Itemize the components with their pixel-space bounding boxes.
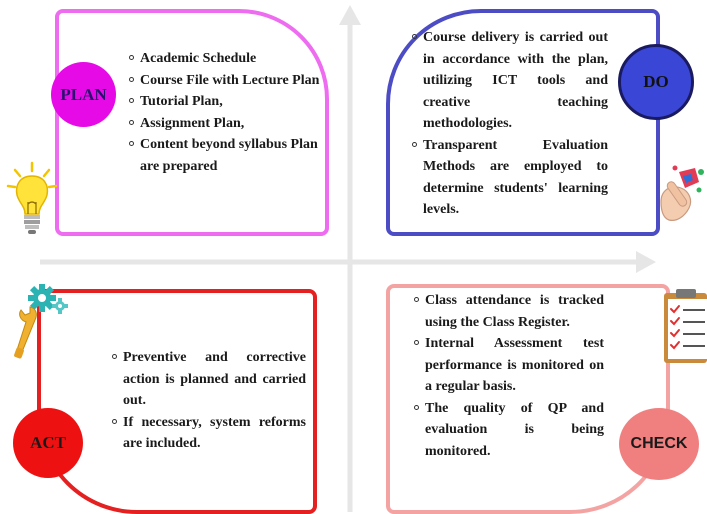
- act-list: Preventive and corrective action is plan…: [112, 347, 306, 455]
- act-item: Preventive and corrective action is plan…: [112, 347, 306, 412]
- gear-wrench-icon: [14, 284, 68, 359]
- plan-item: Content beyond syllabus Plan are prepare…: [129, 134, 329, 177]
- plan-item: Assignment Plan,: [129, 113, 329, 135]
- lightbulb-icon: [6, 161, 58, 234]
- vertical-axis-arrow: [339, 5, 361, 25]
- do-item: Course delivery is carried out in accord…: [412, 27, 608, 135]
- plan-badge: PLAN: [51, 62, 116, 127]
- plan-item: Tutorial Plan,: [129, 91, 329, 113]
- plan-card: [55, 9, 329, 236]
- check-item: Class attendance is tracked using the Cl…: [414, 290, 604, 333]
- painting-hand-icon: [660, 165, 704, 221]
- check-card: [386, 284, 670, 514]
- check-item: Internal Assessment test performance is …: [414, 333, 604, 398]
- plan-list: Academic Schedule Course File with Lectu…: [129, 48, 329, 177]
- do-badge: DO: [618, 44, 694, 120]
- horizontal-axis-arrow: [636, 251, 656, 273]
- plan-item: Academic Schedule: [129, 48, 329, 70]
- do-item: Transparent Evaluation Methods are emplo…: [412, 135, 608, 221]
- do-card: [386, 9, 660, 236]
- checklist-clipboard-icon: [664, 289, 707, 363]
- check-badge: CHECK: [619, 408, 699, 480]
- check-list: Class attendance is tracked using the Cl…: [414, 290, 604, 462]
- do-list: Course delivery is carried out in accord…: [412, 27, 608, 221]
- act-badge: ACT: [13, 408, 83, 478]
- plan-item: Course File with Lecture Plan: [129, 70, 329, 92]
- check-item: The quality of QP and evaluation is bein…: [414, 398, 604, 463]
- act-item: If necessary, system reforms are include…: [112, 412, 306, 455]
